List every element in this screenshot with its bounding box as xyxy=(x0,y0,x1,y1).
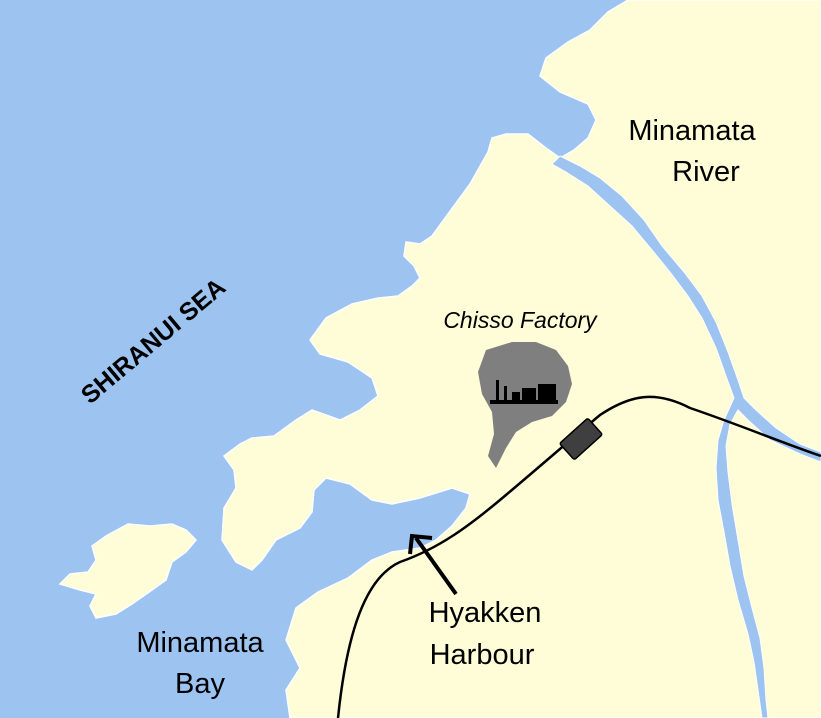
arrow-icon xyxy=(408,533,458,596)
island xyxy=(58,523,198,619)
railway-line xyxy=(336,395,821,718)
minamata-bay-label-line1: Minamata xyxy=(136,627,264,659)
chisso-factory-label: Chisso Factory xyxy=(443,307,598,333)
minamata-bay-label-line2: Bay xyxy=(175,668,225,700)
minamata-river-label-line1: Minamata xyxy=(628,115,756,147)
minamata-river-label-line2: River xyxy=(672,156,740,188)
factory-icon xyxy=(490,380,558,404)
hyakken-harbour-label-line1: Hyakken xyxy=(429,597,542,629)
station-icon xyxy=(559,418,603,460)
chisso-factory-area xyxy=(478,342,572,468)
hyakken-harbour-label-line2: Harbour xyxy=(430,639,535,671)
